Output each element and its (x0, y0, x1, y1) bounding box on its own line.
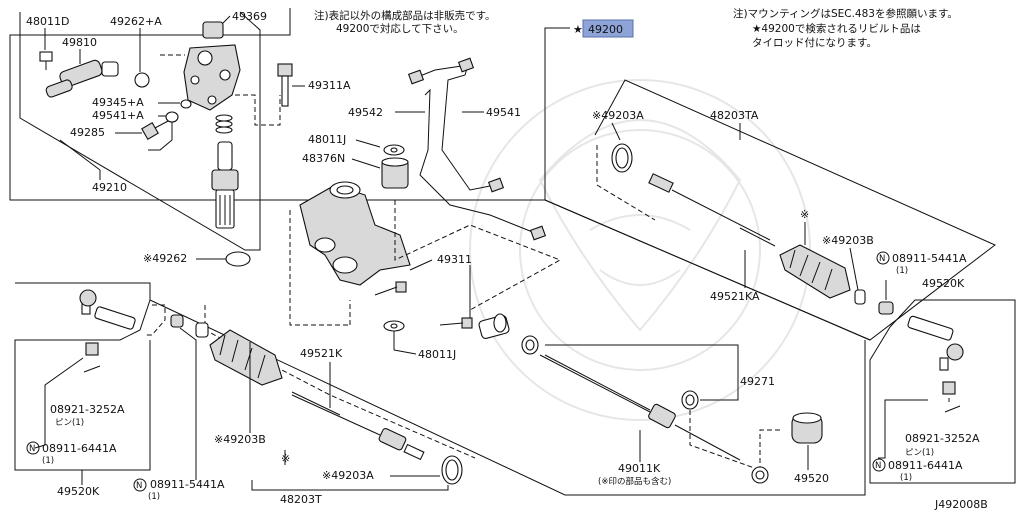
part-49541-49542-pipes (407, 57, 547, 241)
qty-08911-5441A-bottom: (1) (148, 492, 160, 502)
note-non-sale-line1: 注)表記以外の構成部品は非販売です。 (314, 9, 496, 22)
note-49011K: (※印の部品も含む) (598, 476, 671, 487)
part-49203A-clamp-top (611, 143, 633, 173)
part-inner-tie-rod-right (648, 173, 776, 247)
note-mounting-line1: 注)マウンティングはSEC.483を参照願います。 (733, 7, 958, 20)
part-49311A-bolt (277, 63, 293, 107)
main-part-star: ★ (573, 23, 583, 36)
label-49262[interactable]: ※49262 (143, 252, 187, 265)
label-49810[interactable]: 49810 (62, 36, 97, 49)
part-rack-housing (299, 181, 411, 286)
part-49262-A-oring (134, 72, 150, 88)
part-48376N-bushing (381, 157, 409, 189)
part-housing-tube (478, 313, 510, 339)
label-star-mark-bottom: ※ (281, 452, 290, 465)
label-08911-6441A-left[interactable]: 08911-6441A (42, 442, 117, 455)
n-symbol-bottom: N (136, 481, 142, 491)
label-48203TA[interactable]: 48203TA (710, 109, 759, 122)
n-symbol-right-top: N (879, 254, 885, 264)
part-pinion-shaft (211, 141, 239, 229)
part-49311-bolts (374, 281, 473, 329)
label-49011K[interactable]: 49011K (618, 462, 661, 475)
part-rack-seal-left (521, 335, 539, 355)
label-49203A-bottom[interactable]: ※49203A (322, 469, 374, 482)
main-part-highlight (582, 19, 634, 38)
label-49369[interactable]: 49369 (232, 10, 267, 23)
part-08911-5441A-nut-right (878, 301, 894, 315)
label-08921-3252A-right[interactable]: 08921-3252A (905, 432, 980, 445)
part-rack-bar (539, 354, 741, 461)
part-nut-08911-5441A-bottom (170, 314, 184, 328)
label-49311A[interactable]: 49311A (308, 79, 351, 92)
label-49203A-top[interactable]: ※49203A (592, 109, 644, 122)
label-48376N[interactable]: 48376N (302, 152, 345, 165)
label-star-mark: ※ (800, 208, 809, 221)
part-valve-housing (183, 44, 241, 111)
part-49285-bolt (141, 119, 171, 140)
part-outer-tie-rod-left (79, 289, 136, 330)
svg-text:48011D: 48011D (26, 15, 69, 28)
qty-08911-6441A-right: (1) (900, 473, 912, 483)
part-49203B-clamp-right (854, 289, 866, 305)
part-49541-A-pipe (148, 111, 179, 151)
qty-08911-6441A-left: (1) (42, 456, 54, 466)
label-49203B-right[interactable]: ※49203B (822, 234, 874, 247)
label-49520K-left[interactable]: 49520K (57, 485, 100, 498)
part-48011D[interactable]: 48011D (26, 15, 69, 28)
part-inner-tie-rod-left (291, 391, 425, 461)
label-49271[interactable]: 49271 (740, 375, 775, 388)
part-boot-left (209, 329, 283, 386)
diagram-code: J492008B (934, 498, 988, 510)
label-49541[interactable]: 49541 (486, 106, 521, 119)
part-nut-right-box (942, 381, 956, 395)
label-49521K[interactable]: 49521K (300, 347, 343, 360)
label-49520[interactable]: 49520 (794, 472, 829, 485)
part-pinion-spring (215, 114, 233, 134)
qty-08911-5441A-right: (1) (896, 266, 908, 276)
label-49345-A[interactable]: 49345+A (92, 96, 144, 109)
label-49203B-bottom[interactable]: ※49203B (214, 433, 266, 446)
part-49203A-clamp-bottom (441, 455, 463, 485)
part-49520-bushing (791, 412, 823, 444)
label-49541-A[interactable]: 49541+A (92, 109, 144, 122)
part-nut-left-box (85, 342, 99, 356)
label-48011J-bottom[interactable]: 48011J (418, 348, 456, 361)
label-08921-3252A-left[interactable]: 08921-3252A (50, 403, 125, 416)
label-49285[interactable]: 49285 (70, 126, 105, 139)
note-rebuilt-line2: ★49200で検索されるリビルト品は (752, 22, 921, 35)
n-symbol-left: N (29, 444, 35, 454)
label-49311[interactable]: 49311 (437, 253, 472, 266)
part-49203B-clamp-bottom (195, 322, 209, 338)
main-part-number: 49200 (588, 23, 623, 36)
label-49520K-right[interactable]: 49520K (922, 277, 965, 290)
part-outer-tie-rod-right (907, 315, 964, 371)
note-rebuilt-line3: タイロッド付になります。 (752, 36, 877, 49)
label-08911-5441A-bottom[interactable]: 08911-5441A (150, 478, 225, 491)
label-48011J-top[interactable]: 48011J (308, 133, 346, 146)
label-49521KA[interactable]: 49521KA (710, 290, 760, 303)
note-non-sale-line2: 49200で対応して下さい。 (336, 22, 464, 35)
watermark-emblem (469, 79, 811, 421)
part-49262-oring (225, 251, 251, 267)
label-49262-A[interactable]: 49262+A (110, 15, 162, 28)
main-part-49200-link[interactable]: ★ 49200 (573, 19, 634, 38)
pin-label-left: ピン(1) (55, 418, 84, 428)
label-49542[interactable]: 49542 (348, 106, 383, 119)
part-49810-sensor (45, 59, 119, 98)
label-08911-6441A-right[interactable]: 08911-6441A (888, 459, 963, 472)
part-boot-right (779, 244, 851, 299)
label-49210[interactable]: 49210 (92, 181, 127, 194)
part-49520-seal (751, 466, 769, 484)
pin-label-right: ピン(1) (905, 448, 934, 458)
part-rack-seal-right (681, 390, 699, 410)
part-49369-cap (202, 21, 224, 39)
n-symbol-right-bottom: N (875, 461, 881, 471)
label-48203T[interactable]: 48203T (280, 493, 322, 506)
label-08911-5441A-right[interactable]: 08911-5441A (892, 252, 967, 265)
